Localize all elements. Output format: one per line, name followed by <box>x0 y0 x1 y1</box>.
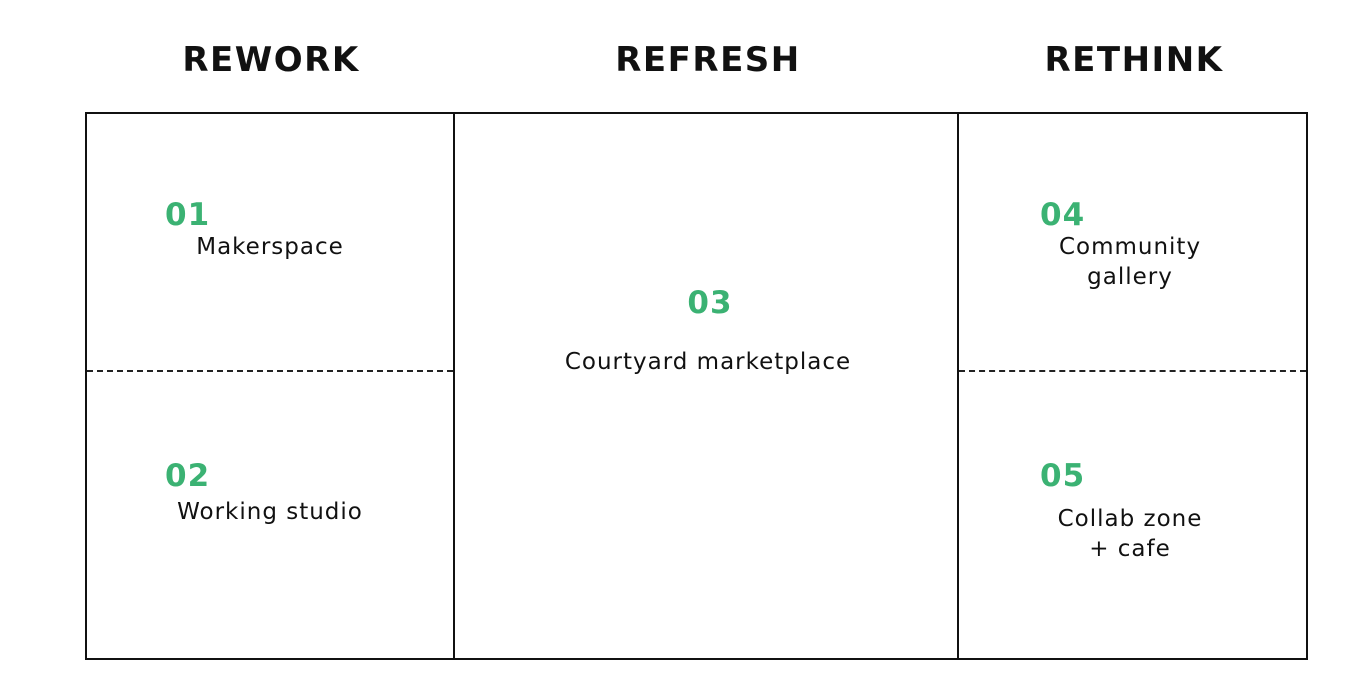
zone-number-02: 02 <box>165 458 211 494</box>
zone-label-working-studio: Working studio <box>177 499 363 525</box>
zone-label-makerspace: Makerspace <box>196 234 344 260</box>
diagram-frame <box>85 112 1308 660</box>
zone-number-03: 03 <box>687 285 733 321</box>
column-divider-right <box>957 112 959 660</box>
zone-number-01: 01 <box>165 197 211 233</box>
zone-number-04: 04 <box>1040 197 1086 233</box>
dashed-divider-rework <box>87 370 453 372</box>
zone-label-courtyard-marketplace: Courtyard marketplace <box>564 349 852 375</box>
column-title-refresh: REFRESH <box>615 40 801 80</box>
zone-label-community-gallery: Community gallery <box>1058 234 1202 290</box>
zone-number-05: 05 <box>1040 458 1086 494</box>
dashed-divider-rethink <box>959 370 1306 372</box>
zone-label-collab-zone-cafe: Collab zone + cafe <box>1057 506 1203 562</box>
column-title-rethink: RETHINK <box>1044 40 1224 80</box>
column-title-rework: REWORK <box>182 40 360 80</box>
column-divider-left <box>453 112 455 660</box>
